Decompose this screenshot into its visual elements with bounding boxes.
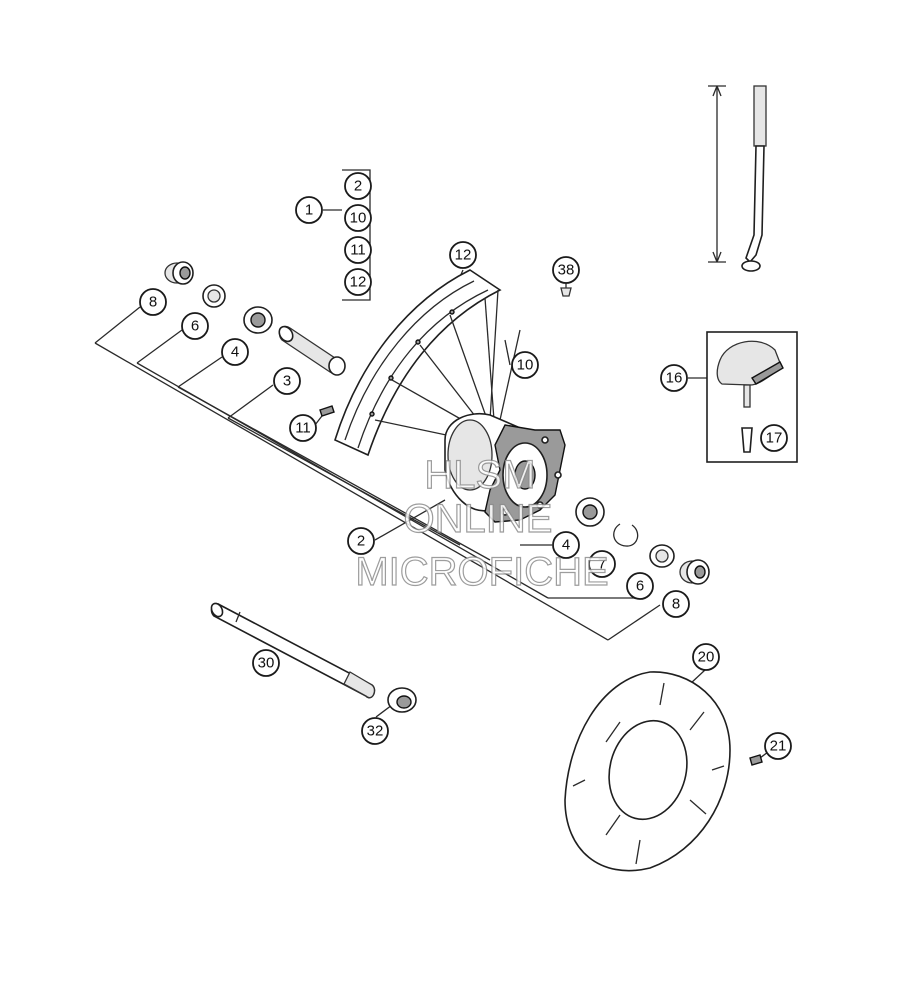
svg-text:10: 10 — [350, 210, 367, 227]
svg-text:7: 7 — [598, 556, 606, 573]
callout-4-left: 4 — [221, 338, 249, 366]
callout-label: 1 — [305, 202, 313, 219]
callout-6-right: 6 — [626, 572, 654, 600]
callout-1: 1 — [295, 196, 323, 224]
rim — [334, 269, 502, 457]
svg-text:20: 20 — [698, 649, 715, 666]
svg-text:38: 38 — [558, 262, 575, 279]
callout-2: 2 — [347, 527, 375, 555]
svg-text:8: 8 — [672, 596, 680, 613]
svg-text:12: 12 — [350, 274, 367, 291]
brake-disc — [564, 671, 763, 872]
callout-8-left: 8 — [139, 288, 167, 316]
callout-7: 7 — [588, 550, 616, 578]
right-side-parts — [575, 497, 710, 585]
svg-text:30: 30 — [258, 655, 275, 672]
callout-6-left: 6 — [181, 312, 209, 340]
callout-32: 32 — [361, 717, 389, 745]
svg-text:11: 11 — [350, 242, 366, 259]
svg-text:16: 16 — [666, 370, 683, 387]
callout-16: 16 — [660, 364, 688, 392]
callout-1-sub-2: 2 — [344, 172, 372, 200]
svg-text:17: 17 — [766, 430, 783, 447]
callout-20: 20 — [692, 643, 720, 671]
svg-text:6: 6 — [636, 578, 644, 595]
watermark-line-1: HLSM — [424, 453, 535, 497]
watermark: HLSM ONLINE MICROFICHE — [355, 452, 610, 594]
spoke-with-nipple — [708, 85, 767, 272]
callout-11: 11 — [289, 414, 317, 442]
callout-10: 10 — [511, 351, 539, 379]
axle-and-nut — [210, 602, 417, 713]
svg-text:6: 6 — [191, 318, 199, 335]
svg-text:12: 12 — [455, 247, 472, 264]
disc-slots — [572, 682, 725, 865]
callout-4-right: 4 — [552, 531, 580, 559]
callout-12: 12 — [449, 241, 477, 269]
callout-30: 30 — [252, 649, 280, 677]
callout-38: 38 — [552, 256, 580, 284]
hub — [444, 413, 566, 523]
callout-1-sub-11: 11 — [344, 236, 372, 264]
svg-text:32: 32 — [367, 723, 384, 740]
svg-text:11: 11 — [295, 420, 311, 437]
watermark-line-3: MICROFICHE — [355, 550, 608, 594]
svg-text:4: 4 — [231, 344, 239, 361]
svg-text:3: 3 — [283, 373, 291, 390]
svg-text:8: 8 — [149, 294, 157, 311]
left-side-parts — [164, 261, 572, 417]
callout-17: 17 — [760, 424, 788, 452]
svg-text:2: 2 — [357, 533, 365, 550]
rim-lock-group — [706, 331, 798, 463]
callout-1-sub-12: 12 — [344, 268, 372, 296]
leader-lines — [94, 169, 769, 759]
svg-text:4: 4 — [562, 537, 570, 554]
callout-1-sub-10: 10 — [344, 204, 372, 232]
callout-8-right: 8 — [662, 590, 690, 618]
watermark-line-2: ONLINE — [404, 497, 553, 541]
callout-21: 21 — [764, 732, 792, 760]
svg-text:21: 21 — [770, 738, 787, 755]
svg-text:10: 10 — [517, 357, 534, 374]
svg-text:2: 2 — [354, 178, 362, 195]
callout-3: 3 — [273, 367, 301, 395]
